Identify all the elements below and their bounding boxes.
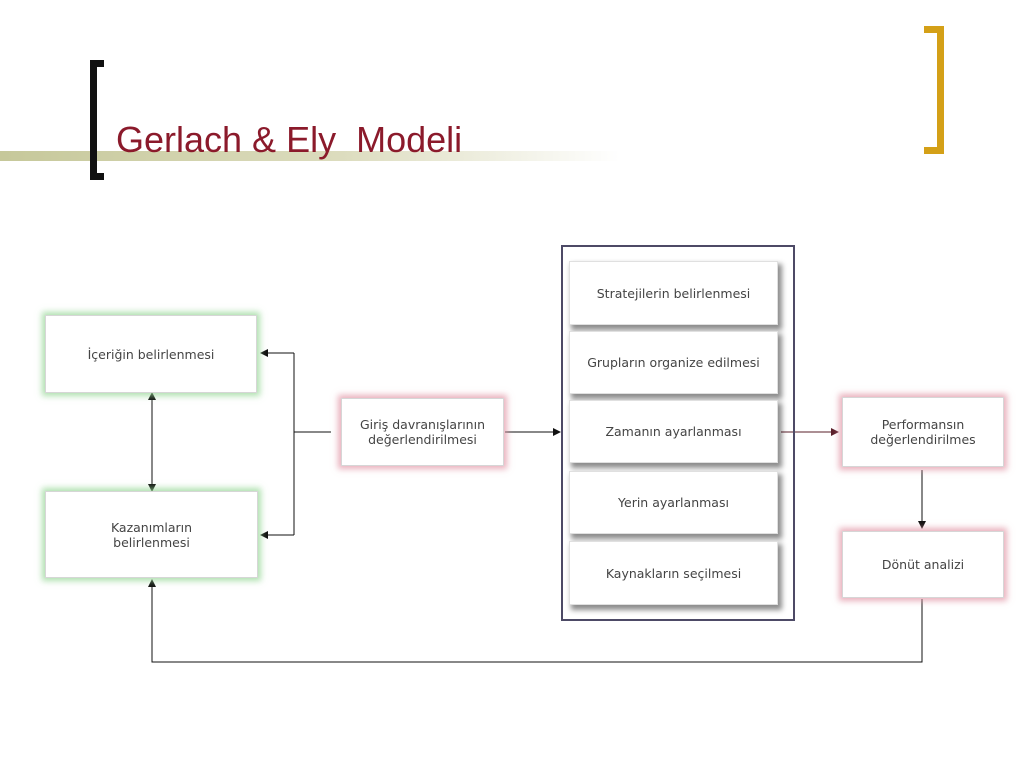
slide-title: Gerlach & Ely Modeli [116, 119, 463, 160]
node-resources: Kaynakların seçilmesi [569, 541, 778, 605]
node-feedback: Dönüt analizi [842, 531, 1004, 598]
node-performance: Performansın değerlendirilmes [842, 397, 1004, 467]
node-space: Yerin ayarlanması [569, 471, 778, 534]
node-objectives: Kazanımların belirlenmesi [45, 491, 258, 578]
left-bracket-decoration [90, 60, 104, 180]
node-strategies: Stratejilerin belirlenmesi [569, 261, 778, 325]
strategy-group-frame [561, 245, 795, 621]
connector-feedback-loop [148, 579, 923, 663]
node-time: Zamanın ayarlanması [569, 400, 778, 463]
node-groups: Grupların organize edilmesi [569, 331, 778, 394]
title-underline-band [0, 151, 620, 161]
node-entry-behaviors: Giriş davranışlarının değerlendirilmesi [341, 398, 504, 466]
right-bracket-decoration [924, 26, 944, 154]
node-content: İçeriğin belirlenmesi [45, 315, 257, 393]
